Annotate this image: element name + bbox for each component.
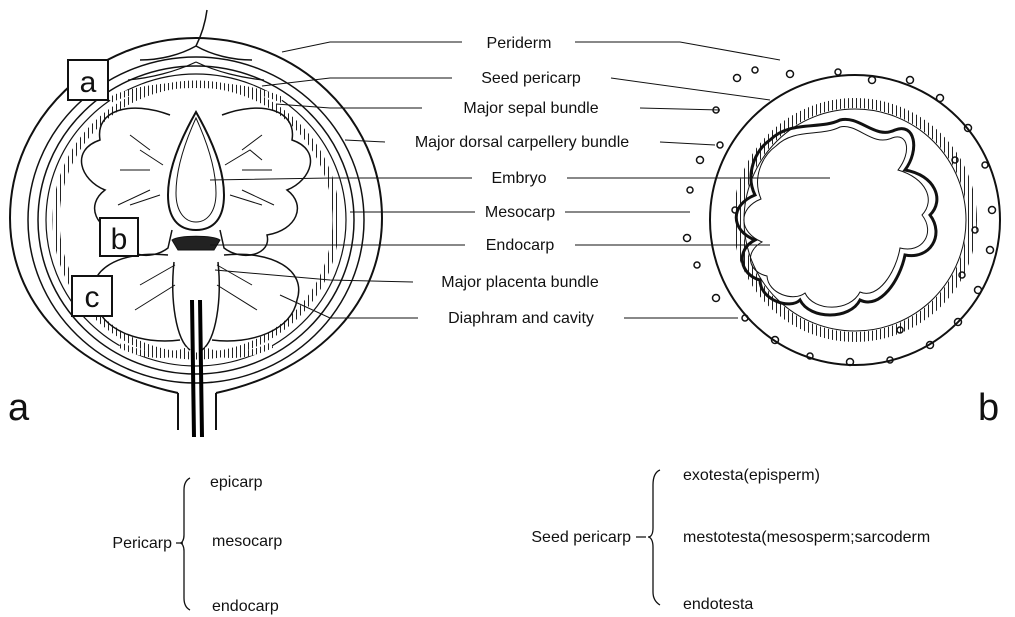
label-embryo: Embryo [491,170,546,187]
label-major-sepal-bundle: Major sepal bundle [463,100,598,117]
seed-pericarp-legend: Seed pericarp exotesta(episperm) mestote… [531,467,930,613]
cross-section-outer [710,75,1000,365]
pericarp-part-mesocarp: mesocarp [212,533,282,550]
box-label-b: b [100,218,138,256]
svg-text:c: c [85,281,100,314]
pericarp-legend: Pericarp epicarp mesocarp endocarp [112,474,282,615]
label-seed-pericarp: Seed pericarp [481,70,581,87]
center-labels: Periderm Seed pericarp Major sepal bundl… [415,35,629,327]
label-periderm: Periderm [487,35,552,52]
panel-b-drawing [684,67,1001,366]
mesocarp-ring-outer [28,57,364,383]
label-diaphram-and-cavity: Diaphram and cavity [448,310,594,327]
panel-label-b: b [978,387,999,429]
panel-a-drawing [10,10,382,437]
panel-label-a: a [8,387,30,429]
label-endocarp: Endocarp [486,237,555,254]
svg-text:b: b [111,223,128,256]
pericarp-part-epicarp: epicarp [210,474,263,491]
svg-text:a: a [80,66,97,99]
label-mesocarp: Mesocarp [485,204,555,221]
box-label-a: a [68,60,108,100]
label-major-dorsal-carpellery-bundle: Major dorsal carpellery bundle [415,134,629,151]
label-major-placenta-bundle: Major placenta bundle [441,274,599,291]
embryo-shape [168,112,224,230]
pericarp-term: Pericarp [112,535,172,552]
seed-pericarp-part-endotesta: endotesta [683,596,753,613]
pericarp-part-endocarp: endocarp [212,598,279,615]
box-label-c: c [72,276,112,316]
periderm-outline [10,38,382,393]
seed-pericarp-part-mestotesta: mestotesta(mesosperm;sarcoderm [683,529,930,546]
seed-pericarp-part-exotesta: exotesta(episperm) [683,467,820,484]
seed-pericarp-term: Seed pericarp [531,529,631,546]
